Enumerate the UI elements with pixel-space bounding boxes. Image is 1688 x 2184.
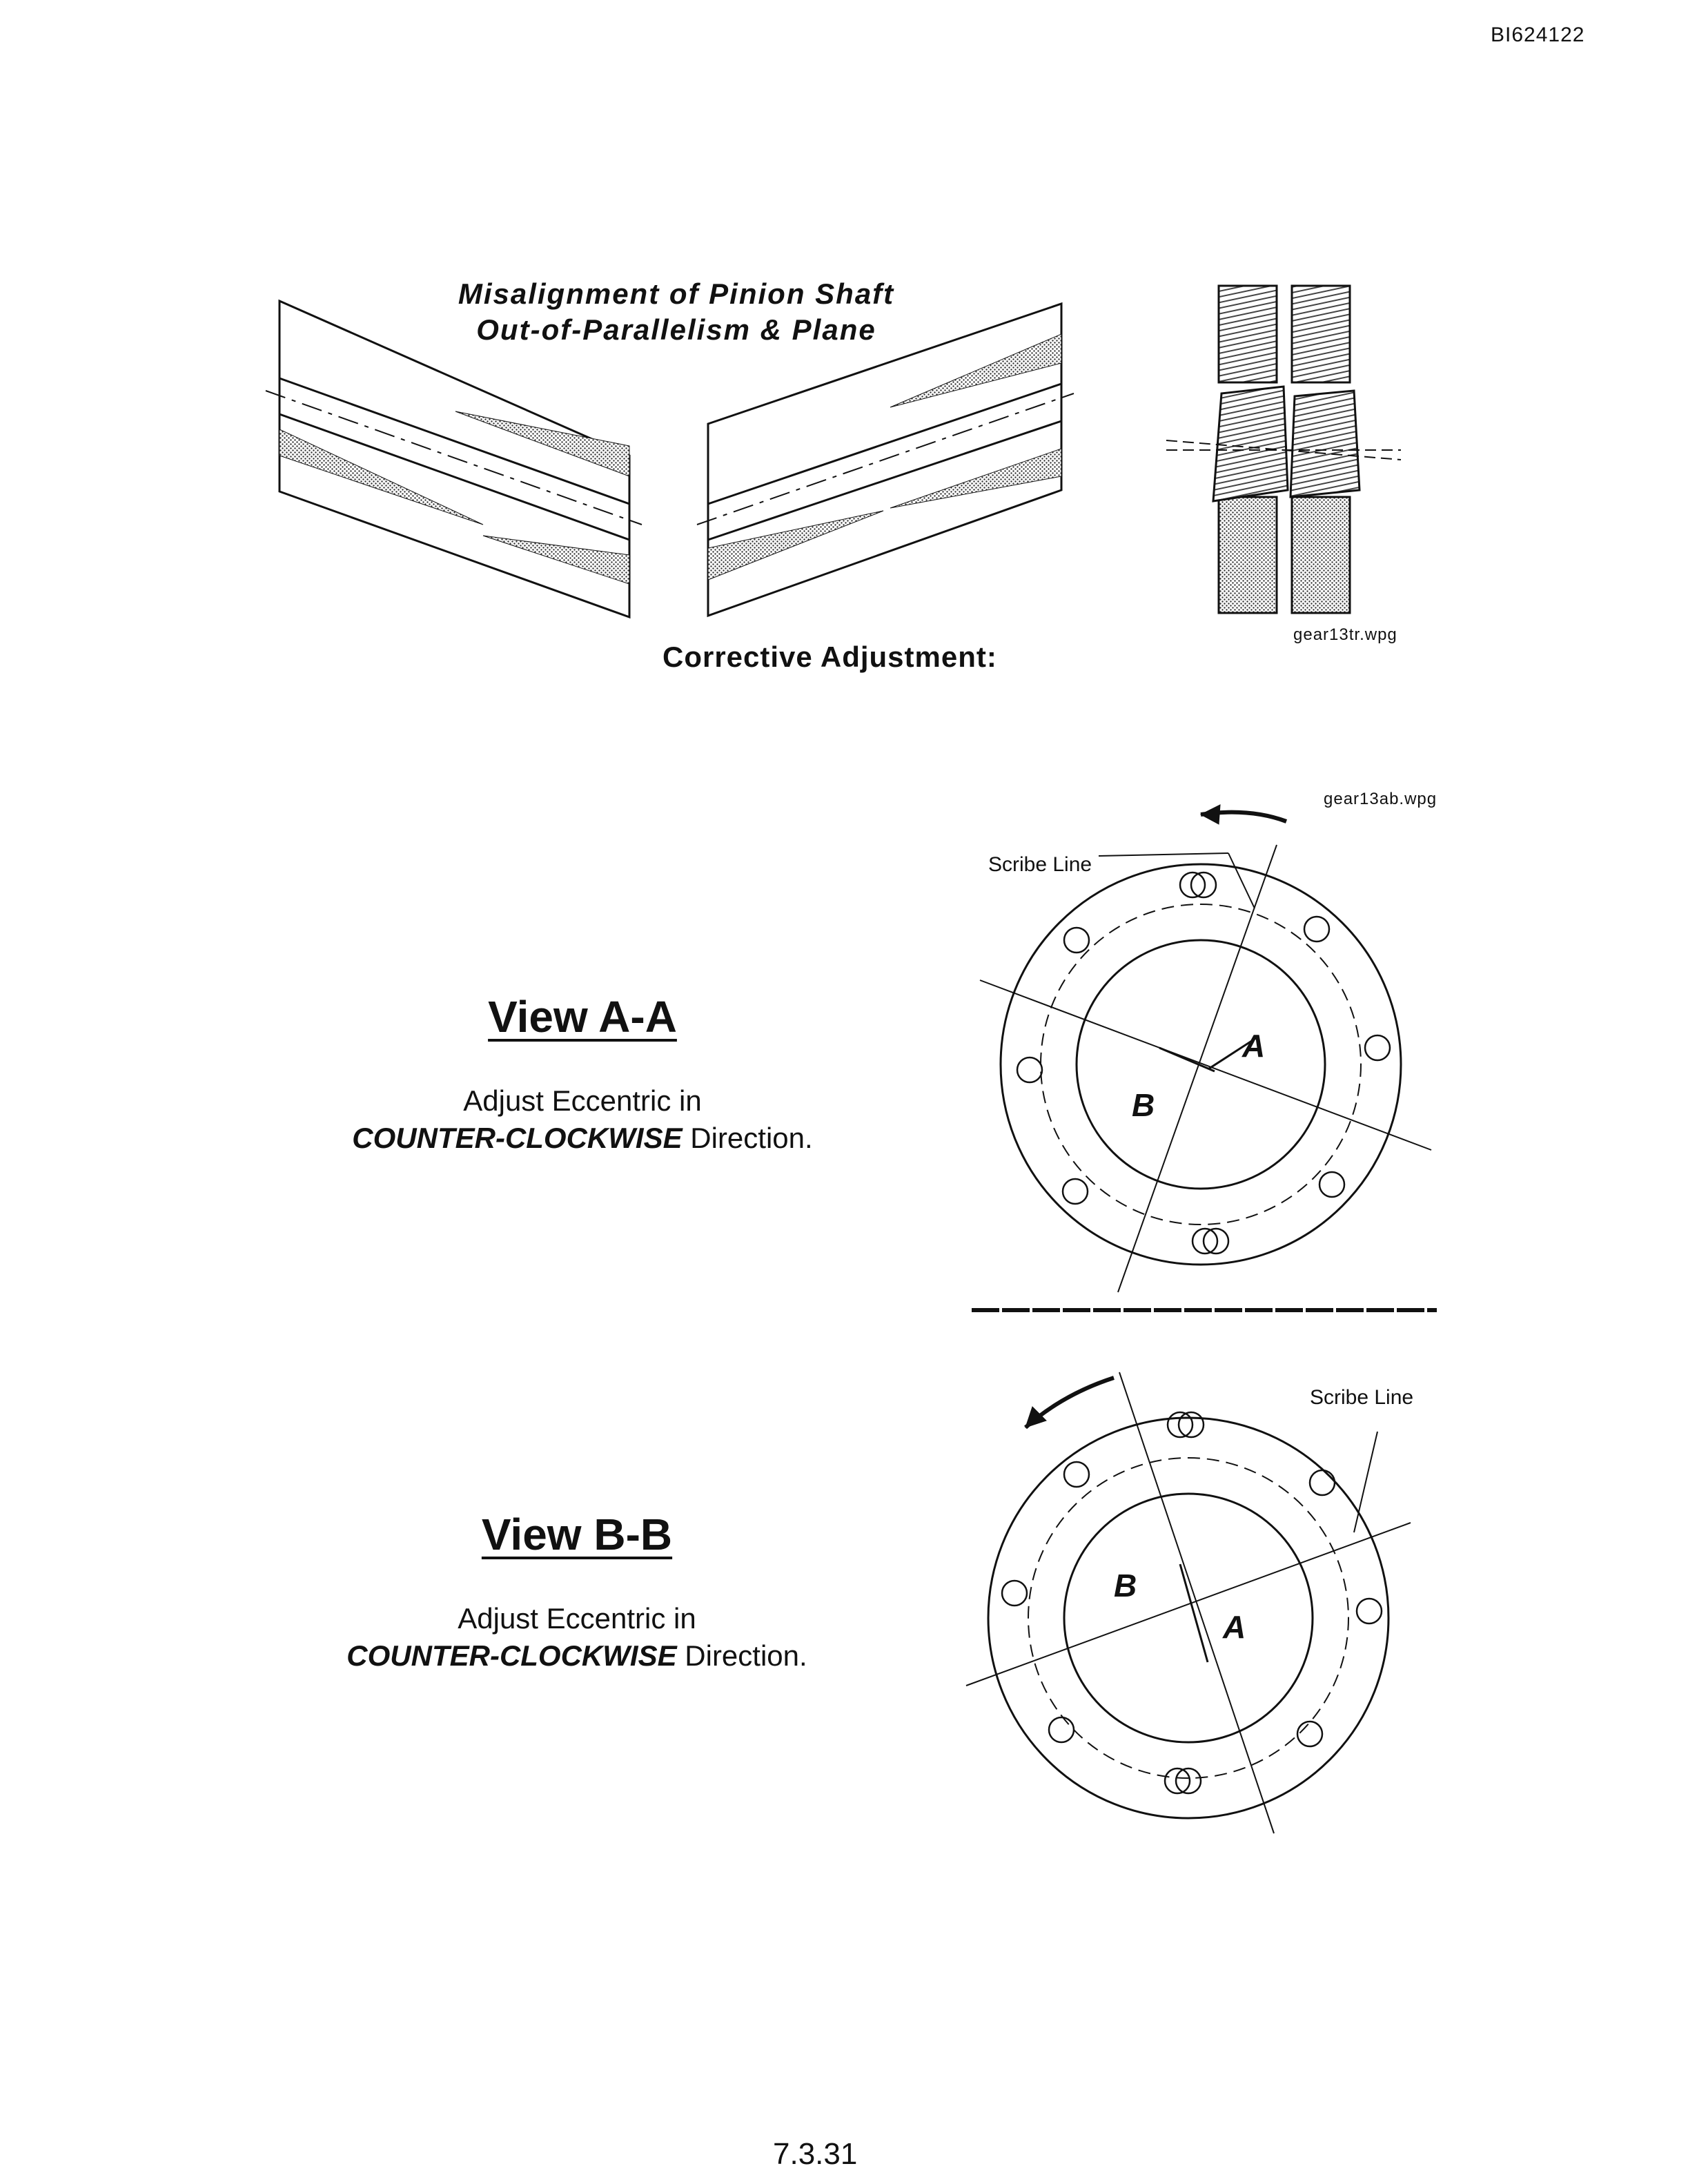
view-b-flange <box>965 1372 1411 1834</box>
view-a-scribe-line-label: Scribe Line <box>988 853 1092 876</box>
top-figure-file-label: gear13tr.wpg <box>1293 625 1397 644</box>
figure-title: Misalignment of Pinion Shaft Out-of-Para… <box>386 276 966 348</box>
view-b-point-a-label: A <box>1223 1609 1246 1645</box>
view-a-instruction-line2: COUNTER-CLOCKWISE Direction. <box>306 1120 858 1157</box>
corrective-adjustment-caption: Corrective Adjustment: <box>663 641 997 673</box>
view-b-instruction-line2: COUNTER-CLOCKWISE Direction. <box>301 1637 853 1675</box>
left-misalignment-panel <box>265 299 642 619</box>
right-misalignment-panel <box>696 302 1074 618</box>
view-b-title: View B-B <box>481 1510 673 1559</box>
view-a-point-b-label: B <box>1132 1087 1155 1123</box>
figure-title-line1: Misalignment of Pinion Shaft <box>458 277 895 310</box>
view-a-direction: COUNTER-CLOCKWISE <box>352 1122 683 1154</box>
view-b-direction: COUNTER-CLOCKWISE <box>346 1639 677 1672</box>
view-b-point-b-label: B <box>1114 1568 1137 1603</box>
view-a-direction-suffix: Direction. <box>690 1122 813 1154</box>
figure-title-line2: Out-of-Parallelism & Plane <box>476 313 876 346</box>
document-id: BI624122 <box>1491 23 1585 46</box>
view-b-scribe-line-label: Scribe Line <box>1310 1386 1414 1409</box>
view-b-instruction: Adjust Eccentric in COUNTER-CLOCKWISE Di… <box>301 1600 853 1675</box>
view-a-flange <box>979 804 1432 1293</box>
view-a-file-label: gear13ab.wpg <box>1324 790 1437 808</box>
view-a-instruction: Adjust Eccentric in COUNTER-CLOCKWISE Di… <box>306 1082 858 1157</box>
view-a-point-a-label: A <box>1242 1028 1266 1064</box>
view-b-direction-suffix: Direction. <box>685 1639 807 1672</box>
page-number: 7.3.31 <box>773 2137 858 2171</box>
gear-tooth-detail <box>1166 284 1402 614</box>
view-b-instruction-line1: Adjust Eccentric in <box>458 1602 696 1635</box>
view-a-instruction-line1: Adjust Eccentric in <box>463 1084 702 1117</box>
view-a-title: View A-A <box>488 992 677 1042</box>
